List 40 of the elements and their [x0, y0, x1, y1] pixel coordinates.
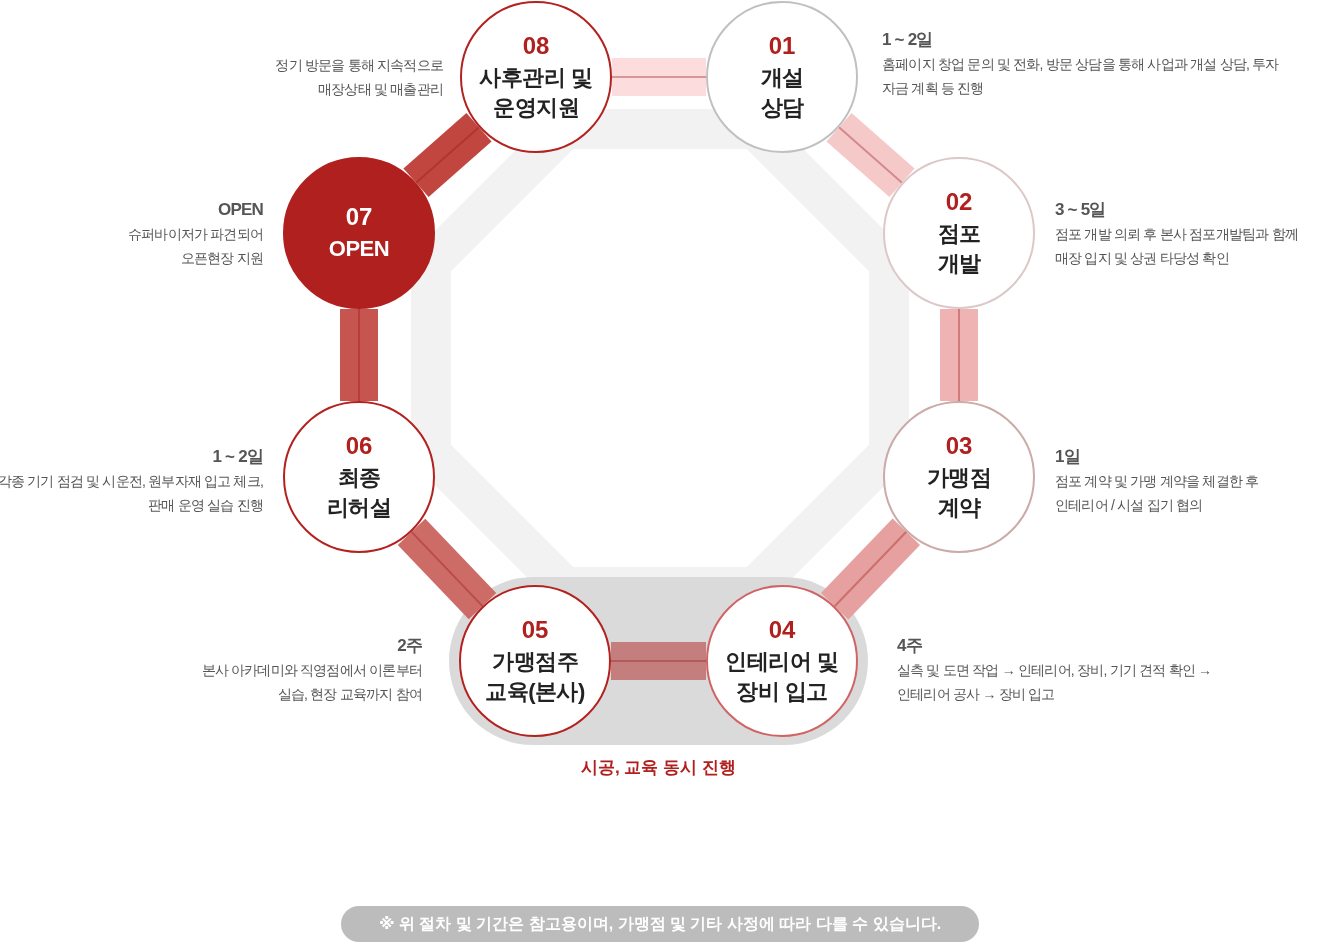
step-title: 개설 상담	[759, 64, 805, 122]
duration-text: 3 ~ 5일	[1055, 199, 1107, 221]
duration-text: 1 ~ 2일	[882, 29, 934, 51]
connector-band	[610, 642, 707, 680]
step-title: OPEN	[328, 235, 390, 263]
connector-band	[820, 518, 921, 620]
step-number: 07	[345, 202, 373, 232]
connector-band	[826, 113, 915, 197]
step-number: 01	[768, 31, 796, 61]
duration-text: 4주	[897, 635, 923, 657]
step-number: 06	[345, 431, 373, 461]
step-title: 점포 개발	[936, 220, 982, 278]
step-description: 점포 개발 의뢰 후 본사 점포개발팀과 함께 매장 입지 및 상권 타당성 확인	[1055, 225, 1299, 268]
step-title: 가맹점 계약	[925, 464, 993, 522]
step-title: 최종 리허설	[325, 464, 393, 522]
connector-band	[611, 58, 707, 96]
step-description: 정기 방문을 통해 지속적으로 매장상태 및 매출관리	[274, 56, 443, 99]
connector-band	[397, 518, 497, 620]
step-description: 실측 및 도면 작업 → 인테리어, 장비, 기기 견적 확인 → 인테리어 공사 → 장비 입고	[897, 661, 1213, 704]
duration-text: 2주	[396, 635, 422, 657]
step-description: 본사 아카데미와 직영점에서 이론부터 실습, 현장 교육까지 참여	[200, 661, 422, 704]
duration-text: OPEN	[217, 199, 263, 221]
step-description: 슈퍼바이저가 파견되어 오픈현장 지원	[126, 225, 263, 268]
step-title: 인테리어 및 장비 입고	[724, 648, 840, 706]
duration-text: 1 ~ 2일	[211, 446, 263, 468]
duration-text: 1일	[1055, 446, 1081, 468]
connector-band	[940, 308, 978, 402]
step-title: 사후관리 및 운영지원	[478, 64, 594, 122]
step-title: 가맹점주 교육(본사)	[484, 648, 586, 706]
group-caption: 시공, 교육 동시 진행	[580, 757, 737, 779]
step-description: 점포 계약 및 가맹 계약을 체결한 후 인테리어 / 시설 집기 협의	[1055, 472, 1260, 515]
step-number: 05	[521, 615, 549, 645]
step-number: 02	[945, 187, 973, 217]
connector-band	[340, 308, 378, 402]
step-description: 홈페이지 창업 문의 및 전화, 방문 상담을 통해 사업과 개설 상담, 투자 자금 계획 등 진행	[882, 55, 1280, 98]
note-banner: ※ 위 절차 및 기간은 참고용이며, 가맹점 및 기타 사정에 따라 다를 수 있습니다.	[341, 906, 979, 942]
step-number: 03	[945, 431, 973, 461]
connector-band	[403, 113, 492, 197]
step-number: 08	[522, 31, 550, 61]
step-number: 04	[768, 615, 796, 645]
